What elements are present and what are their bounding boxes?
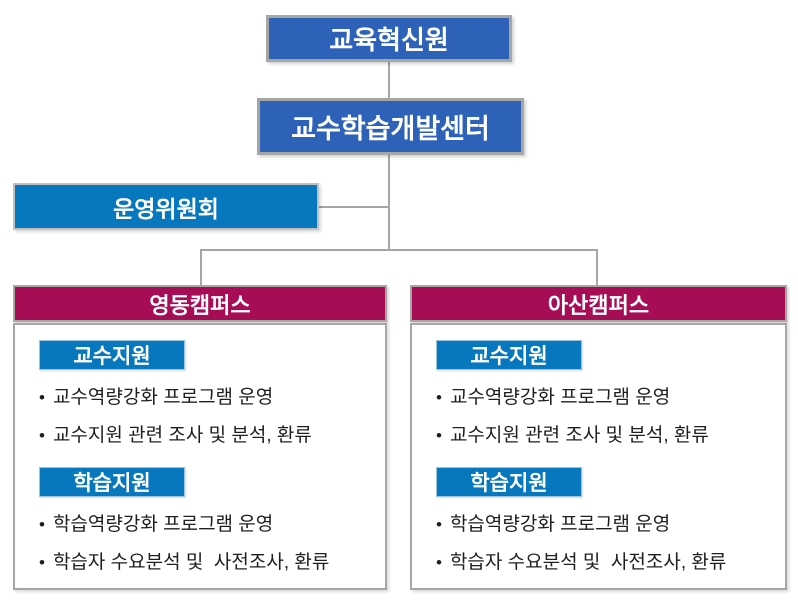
list-item-text: 학습역량강화 프로그램 운영 (52, 514, 274, 535)
connector-committee (319, 206, 389, 208)
node-steering-committee: 운영위원회 (13, 183, 319, 230)
section-title-faculty-support: 교수지원 (436, 340, 582, 370)
campus-header: 아산캠퍼스 (410, 285, 787, 322)
connector-center-down (388, 155, 390, 250)
bullet-icon: • (39, 515, 45, 534)
bullet-icon: • (39, 388, 45, 407)
list-item: • 교수지원 관련 조사 및 분석, 환류 (436, 423, 775, 448)
section-title-faculty-support: 교수지원 (39, 340, 185, 370)
connector-drop-left (200, 249, 202, 285)
connector-branch-horizontal (200, 249, 598, 251)
campus-card-yeongdong: 영동캠퍼스 교수지원 • 교수역량강화 프로그램 운영 • 교수지원 관련 조사… (13, 285, 387, 590)
campus-name: 아산캠퍼스 (547, 292, 650, 318)
list-item-text: 교수역량강화 프로그램 운영 (52, 387, 274, 408)
connector-drop-right (596, 249, 598, 285)
campus-name: 영동캠퍼스 (149, 292, 251, 318)
section-title-learning-support: 학습지원 (436, 467, 582, 497)
list-item: • 학습역량강화 프로그램 운영 (436, 512, 775, 537)
list-item: • 교수역량강화 프로그램 운영 (39, 385, 375, 410)
node-label: 교육혁신원 (329, 25, 449, 55)
bullet-icon: • (39, 553, 45, 572)
node-label: 운영위원회 (113, 195, 219, 222)
section-title-label: 교수지원 (470, 345, 548, 368)
bullet-icon: • (436, 426, 442, 445)
campus-card-asan: 아산캠퍼스 교수지원 • 교수역량강화 프로그램 운영 • 교수지원 관련 조사… (410, 285, 787, 590)
section-title-label: 학습지원 (73, 472, 151, 495)
node-label: 교수학습개발센터 (291, 114, 490, 144)
campus-body: 교수지원 • 교수역량강화 프로그램 운영 • 교수지원 관련 조사 및 분석,… (410, 323, 787, 590)
list-item: • 교수역량강화 프로그램 운영 (436, 385, 775, 410)
list-item-text: 학습역량강화 프로그램 운영 (449, 514, 671, 535)
bullet-icon: • (39, 426, 45, 445)
list-item: • 교수지원 관련 조사 및 분석, 환류 (39, 423, 375, 448)
list-item-text: 학습자 수요분석 및 사전조사, 환류 (449, 552, 727, 573)
list-item: • 학습자 수요분석 및 사전조사, 환류 (39, 550, 375, 575)
list-item-text: 학습자 수요분석 및 사전조사, 환류 (52, 552, 330, 573)
list-item-text: 교수역량강화 프로그램 운영 (449, 387, 671, 408)
campus-body: 교수지원 • 교수역량강화 프로그램 운영 • 교수지원 관련 조사 및 분석,… (13, 323, 387, 590)
list-item: • 학습자 수요분석 및 사전조사, 환류 (436, 550, 775, 575)
list-item: • 학습역량강화 프로그램 운영 (39, 512, 375, 537)
campus-header: 영동캠퍼스 (13, 285, 387, 322)
section-title-label: 교수지원 (73, 345, 151, 368)
node-education-innovation: 교육혁신원 (266, 15, 512, 62)
bullet-icon: • (436, 515, 442, 534)
node-teaching-learning-center: 교수학습개발센터 (257, 98, 524, 155)
list-item-text: 교수지원 관련 조사 및 분석, 환류 (449, 425, 709, 446)
list-item-text: 교수지원 관련 조사 및 분석, 환류 (52, 425, 312, 446)
section-title-learning-support: 학습지원 (39, 467, 185, 497)
bullet-icon: • (436, 388, 442, 407)
connector-root-to-center (388, 62, 390, 99)
section-title-label: 학습지원 (470, 472, 548, 495)
bullet-icon: • (436, 553, 442, 572)
